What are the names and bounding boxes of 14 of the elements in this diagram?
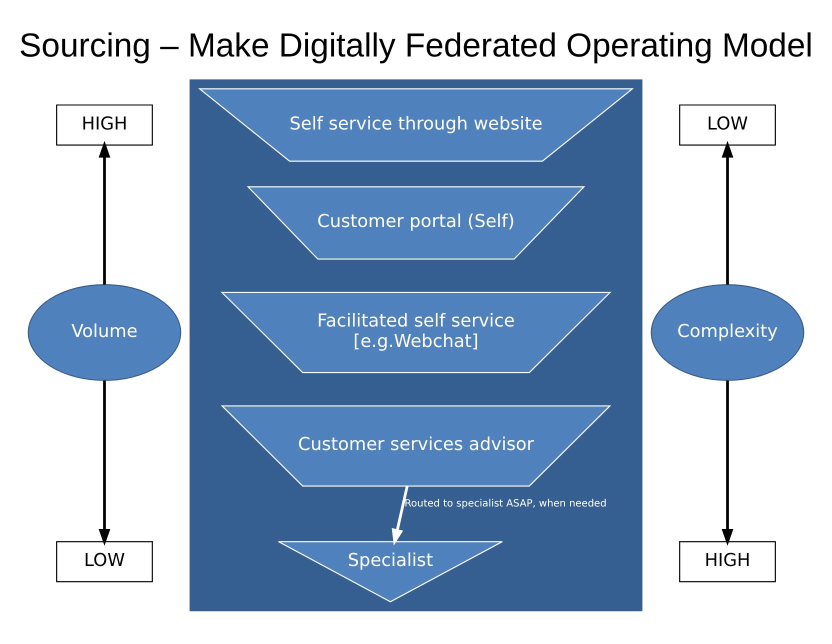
arrow: [98, 380, 110, 546]
arrow: [98, 140, 110, 284]
node-box: LOW: [679, 104, 776, 146]
arrow: [392, 485, 409, 546]
node-ellipse: Complexity: [650, 284, 804, 380]
node-box: HIGH: [56, 104, 153, 146]
node-box: HIGH: [679, 540, 776, 582]
arrow: [722, 380, 734, 546]
edge-label: Routed to specialist ASAP, when needed: [404, 498, 607, 509]
node-box: LOW: [56, 540, 153, 582]
diagram-title: Sourcing – Make Digitally Federated Operating Model: [19, 27, 813, 64]
cluster: [190, 78, 642, 611]
arrow: [722, 140, 734, 284]
node-ellipse: Volume: [28, 284, 182, 380]
